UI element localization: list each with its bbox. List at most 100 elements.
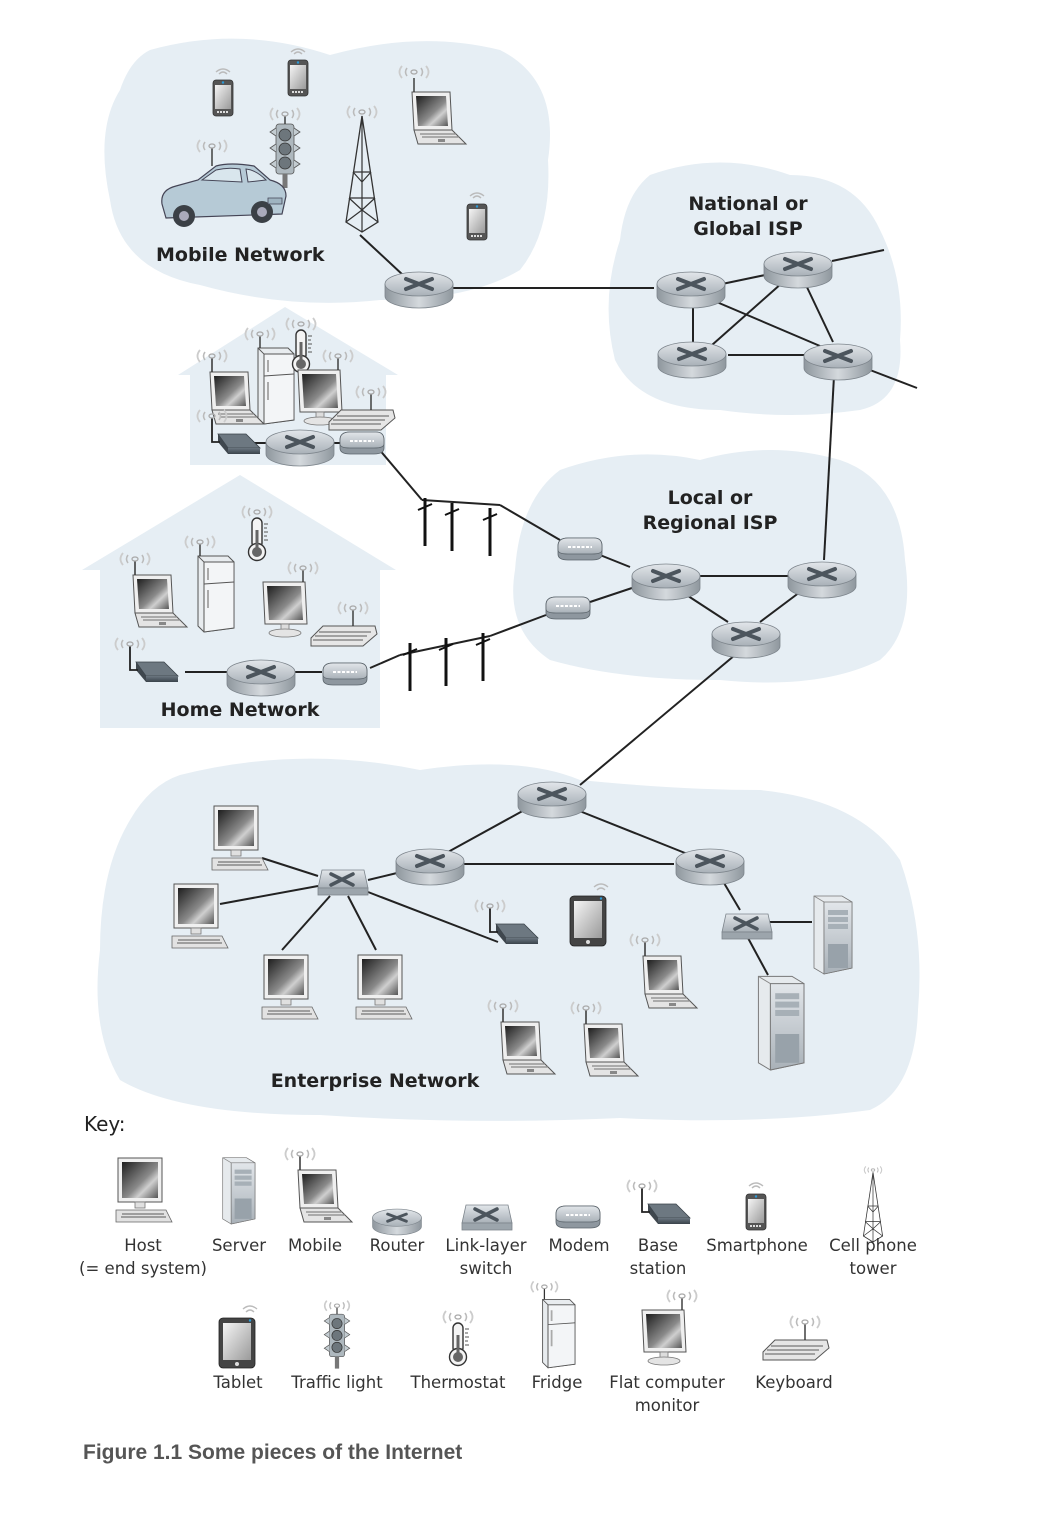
legend-tablet-icon <box>218 1305 258 1369</box>
legend-flat-monitor-icon <box>642 1290 697 1365</box>
link-ent-10 <box>723 882 741 911</box>
legend-smartphone-icon <box>745 1182 767 1231</box>
legend-label: Base <box>638 1236 678 1255</box>
router-icon <box>655 270 727 310</box>
utility-pole-icon <box>481 506 499 558</box>
switch-icon <box>720 912 774 941</box>
legend-label: Server <box>212 1236 266 1255</box>
router-icon <box>383 270 455 310</box>
router-icon <box>630 562 702 602</box>
link-national-4 <box>711 282 783 346</box>
link-home1-dsl-1 <box>377 447 423 501</box>
link-national-1 <box>721 273 771 285</box>
legend-switch-icon <box>460 1203 514 1232</box>
utility-pole-icon <box>443 501 461 553</box>
utility-pole-icon <box>416 496 434 548</box>
legend-title: Key: <box>84 1112 126 1136</box>
link-local-2 <box>589 587 633 603</box>
legend-keyboard-icon <box>763 1316 829 1360</box>
router-icon <box>516 780 588 820</box>
link-national-out-2 <box>869 369 918 389</box>
enterprise-network-label: Enterprise Network <box>271 1070 480 1092</box>
link-ent-1 <box>447 807 529 853</box>
link-ent-2 <box>571 807 691 856</box>
link-tower-router <box>359 234 405 277</box>
legend-label: Mobile <box>288 1236 342 1255</box>
router-icon <box>710 620 782 660</box>
legend-server-icon <box>222 1157 256 1225</box>
local-isp-cloud <box>513 450 908 683</box>
modem-icon <box>322 662 368 686</box>
router-icon <box>656 340 728 380</box>
legend-label: Thermostat <box>410 1373 507 1392</box>
link-home2-dsl-3 <box>489 614 547 637</box>
link-ent-5 <box>261 857 319 877</box>
legend-label: Modem <box>548 1236 609 1255</box>
link-home1-dsl-3 <box>499 504 561 541</box>
modem-icon <box>557 537 603 561</box>
link-national-5 <box>804 282 834 343</box>
legend-router-icon <box>371 1207 423 1237</box>
legend-cell-tower-icon <box>863 1166 882 1242</box>
link-home1-dsl-2 <box>421 499 501 506</box>
link-national-3 <box>711 299 821 347</box>
server-icon <box>757 975 805 1071</box>
utility-pole-icon <box>474 631 492 683</box>
legend-label: Link-layer <box>445 1236 526 1255</box>
legend-traffic-light-icon <box>324 1301 350 1369</box>
server-icon <box>813 895 853 975</box>
link-local-1 <box>599 554 631 568</box>
link-home2-dsl-1 <box>369 654 401 669</box>
national-isp-label-line1: National or <box>688 193 808 215</box>
legend-label: (= end system) <box>79 1259 207 1278</box>
router-icon <box>786 560 858 600</box>
home-network-label: Home Network <box>161 699 320 721</box>
legend-modem-icon <box>555 1205 601 1229</box>
national-isp-label-line2: Global ISP <box>693 218 802 240</box>
utility-pole-icon <box>401 641 419 693</box>
link-ent-9 <box>367 891 499 943</box>
link-local-5 <box>759 591 801 623</box>
modem-icon <box>339 431 385 455</box>
legend-host-icon <box>115 1157 173 1223</box>
legend-label: station <box>630 1259 687 1278</box>
link-national-out-1 <box>831 249 885 262</box>
modem-icon <box>545 596 591 620</box>
link-ent-4 <box>367 872 398 881</box>
link-local-enterprise <box>579 654 736 786</box>
legend: Key: Host (= end system) Server Mobile R… <box>79 1112 917 1415</box>
mobile-network-label: Mobile Network <box>156 244 325 266</box>
switch-icon <box>316 868 370 897</box>
router-icon <box>264 428 336 468</box>
link-ent-6 <box>219 885 319 905</box>
figure-caption: Figure 1.1 Some pieces of the Internet <box>83 1441 463 1464</box>
link-ent-8 <box>347 895 377 951</box>
router-icon <box>762 250 834 290</box>
legend-label: Fridge <box>532 1373 583 1392</box>
router-icon <box>674 847 746 887</box>
legend-label: Router <box>370 1236 425 1255</box>
local-isp-label-line1: Local or <box>668 487 753 509</box>
legend-label: Keyboard <box>755 1373 833 1392</box>
legend-label: tower <box>850 1259 897 1278</box>
router-icon <box>394 847 466 887</box>
legend-label: Flat computer <box>609 1373 725 1392</box>
legend-label: monitor <box>635 1396 700 1415</box>
router-icon <box>802 342 874 382</box>
legend-label: Smartphone <box>706 1236 808 1255</box>
legend-label: Host <box>124 1236 162 1255</box>
link-ent-7 <box>281 895 331 951</box>
legend-label: Cell phone <box>829 1236 917 1255</box>
legend-label: Tablet <box>212 1373 263 1392</box>
legend-thermostat-icon <box>444 1311 473 1366</box>
local-isp-label-line2: Regional ISP <box>643 512 778 534</box>
legend-label: Traffic light <box>290 1373 383 1392</box>
link-national-local <box>823 375 835 561</box>
legend-fridge-icon <box>531 1281 575 1367</box>
legend-base-station-icon <box>628 1180 691 1224</box>
legend-mobile-icon <box>286 1148 353 1222</box>
router-icon <box>225 658 297 698</box>
utility-pole-icon <box>437 636 455 688</box>
legend-label: switch <box>460 1259 513 1278</box>
